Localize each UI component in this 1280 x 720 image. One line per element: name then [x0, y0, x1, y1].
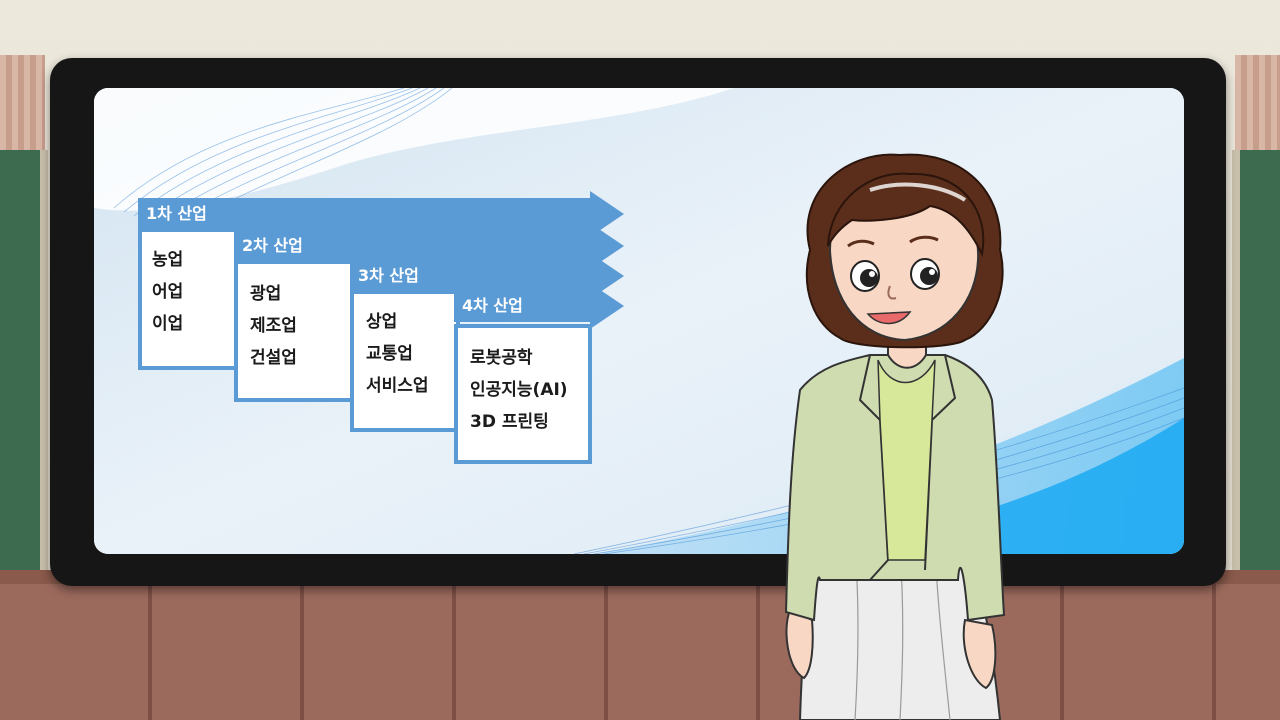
teacher-character: [784, 153, 1006, 720]
step-2-item: 건설업: [250, 348, 297, 368]
step-4-item: 3D 프린팅: [470, 412, 549, 432]
step-3-item: 교통업: [366, 344, 413, 364]
step-1-item: 어업: [152, 282, 184, 302]
step-4-title: 4차 산업: [462, 296, 523, 315]
step-1-box: 농업 어업 이업: [138, 228, 238, 370]
mouth: [866, 311, 912, 325]
step-2-arrow: 2차 산업: [234, 230, 590, 262]
step-1-item: 농업: [152, 250, 184, 270]
industry-diagram: 농업 어업 이업 1차 산업 광업 제조업 건설업: [94, 88, 1184, 554]
face: [828, 190, 980, 342]
curtain-left: [0, 55, 45, 155]
curtain-right: [1235, 55, 1280, 155]
hand-left: [785, 608, 814, 680]
step-4-arrow: 4차 산업: [454, 290, 590, 322]
step-3-title: 3차 산업: [358, 266, 419, 285]
chalkboard-right: [1232, 150, 1280, 570]
slide-background: [94, 88, 1184, 554]
step-1-item: 이업: [152, 314, 184, 334]
step-3-item: 상업: [366, 312, 398, 332]
wood-wainscot: [0, 570, 1280, 720]
step-4-item: 인공지능(AI): [470, 380, 568, 400]
step-2-title: 2차 산업: [242, 236, 303, 255]
slide-screen: 농업 어업 이업 1차 산업 광업 제조업 건설업: [94, 88, 1184, 554]
chalkboard-left: [0, 150, 48, 570]
step-1-arrow: 1차 산업: [138, 198, 590, 230]
step-2-item: 광업: [250, 284, 282, 304]
step-3-arrow: 3차 산업: [350, 260, 590, 292]
hair-front: [827, 172, 985, 258]
step-3-item: 서비스업: [366, 376, 429, 396]
step-1-title: 1차 산업: [146, 204, 207, 223]
step-2-item: 제조업: [250, 316, 297, 336]
step-3-box: 상업 교통업 서비스업: [350, 290, 460, 432]
step-2-box: 광업 제조업 건설업: [234, 260, 354, 402]
step-4-item: 로봇공학: [470, 348, 533, 368]
shirt: [877, 359, 936, 561]
step-4-arrowhead: [590, 283, 624, 329]
hand-right: [962, 618, 997, 690]
step-4-box: 로봇공학 인공지능(AI) 3D 프린팅: [454, 324, 592, 464]
